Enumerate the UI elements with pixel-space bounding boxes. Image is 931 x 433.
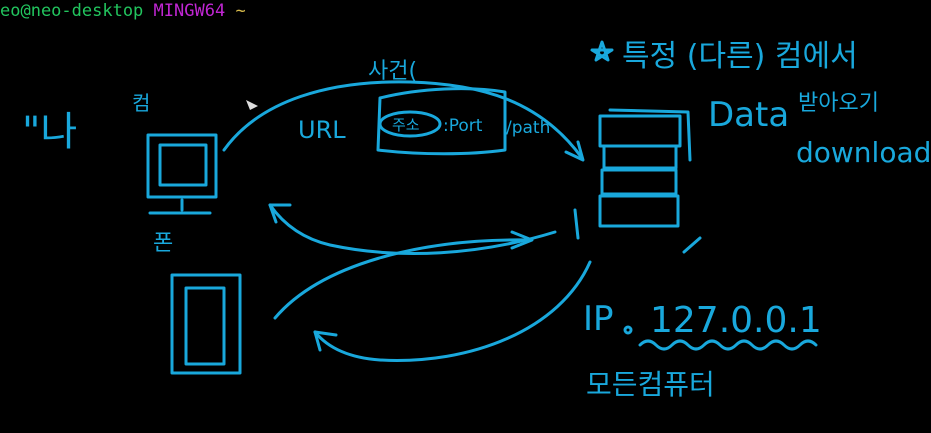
download-label: download [796, 136, 931, 169]
phone-label: 폰 [153, 231, 173, 256]
phone-device [170, 273, 242, 375]
computer-label: 컴 [132, 91, 150, 115]
pen-cursor-icon [246, 100, 258, 110]
response-arrow-upper [268, 203, 557, 256]
prompt-env: MINGW64 [153, 1, 226, 21]
server-rack [573, 108, 702, 254]
ip-value: 127.0.0.1 [650, 300, 822, 341]
response-arrow-to-phone [273, 238, 532, 320]
ip-underline [638, 339, 818, 351]
data-label: Data [708, 95, 789, 135]
prompt-user-host: eo@neo-desktop [0, 1, 144, 21]
me-label: "나 [22, 109, 77, 155]
local-computer-monitor [146, 133, 218, 215]
port-label: :Port [443, 116, 483, 136]
request-arrow [222, 80, 584, 160]
url-label: URL [298, 116, 346, 144]
receive-label: 받아오기 [798, 91, 879, 116]
response-arrow-lower [313, 260, 592, 362]
star-icon [590, 40, 614, 62]
address-ellipse [378, 110, 442, 138]
ip-label: IP [583, 299, 614, 339]
terminal-prompt: eo@neo-desktop MINGW64 ~ [0, 0, 246, 22]
address-label: 주소 [392, 116, 420, 134]
ip-dot [623, 325, 633, 335]
path-label: /path [506, 118, 550, 138]
all-computers-label: 모든컴퓨터 [586, 368, 715, 401]
event-label: 사건( [368, 59, 417, 84]
star-note: 특정 (다른) 컴에서 [622, 39, 858, 74]
prompt-cwd: ~ [235, 1, 246, 21]
